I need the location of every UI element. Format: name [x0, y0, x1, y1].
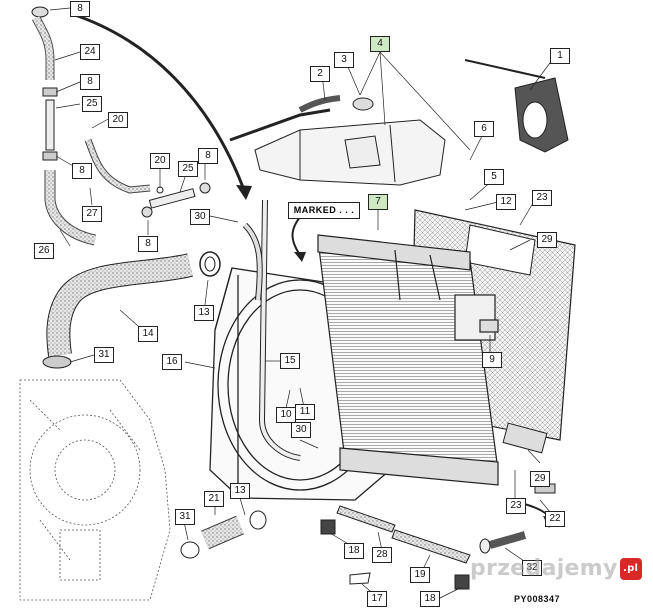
- watermark-text: przedajemy: [470, 556, 618, 581]
- callout-10: 10: [276, 407, 296, 423]
- callout-1: 1: [550, 48, 570, 64]
- drain-fittings: [479, 422, 556, 554]
- callout-14: 14: [138, 326, 158, 342]
- callout-17: 17: [367, 591, 387, 607]
- callout-30: 30: [190, 209, 210, 225]
- radiator-core: [317, 234, 499, 486]
- callout-13: 13: [194, 305, 214, 321]
- callout-25: 25: [82, 96, 102, 112]
- upper-hose-assembly: [31, 6, 211, 246]
- callout-31: 31: [175, 509, 195, 525]
- callout-8: 8: [138, 236, 158, 252]
- coolant-reservoir: [229, 95, 446, 186]
- callout-8: 8: [72, 163, 92, 179]
- callout-28: 28: [372, 547, 392, 563]
- callout-15: 15: [280, 353, 300, 369]
- callout-18: 18: [344, 543, 364, 559]
- callout-12: 12: [496, 194, 516, 210]
- hose-clamp: [199, 251, 221, 277]
- callout-24: 24: [80, 44, 100, 60]
- callout-8: 8: [70, 1, 90, 17]
- callout-26: 26: [34, 243, 54, 259]
- callout-7: 7: [368, 194, 388, 210]
- callout-6: 6: [474, 121, 494, 137]
- callout-19: 19: [410, 567, 430, 583]
- callout-21: 21: [204, 491, 224, 507]
- callout-32: 32: [522, 560, 542, 576]
- callout-31: 31: [94, 347, 114, 363]
- callout-23: 23: [506, 498, 526, 514]
- pointer-arrowhead: [236, 185, 252, 200]
- callout-29: 29: [530, 471, 550, 487]
- callout-8: 8: [198, 148, 218, 164]
- callout-23: 23: [532, 190, 552, 206]
- callout-11: 11: [295, 404, 315, 420]
- callout-9: 9: [482, 352, 502, 368]
- marked-pointer-arrow: [291, 216, 301, 256]
- callout-29: 29: [537, 232, 557, 248]
- callout-5: 5: [484, 169, 504, 185]
- callout-20: 20: [150, 153, 170, 169]
- callout-4: 4: [370, 36, 390, 52]
- side-bracket: [464, 59, 569, 153]
- rubber-strips: [320, 505, 471, 590]
- watermark: przedajemy.pl: [470, 556, 642, 581]
- callout-16: 16: [162, 354, 182, 370]
- lower-coupling-hose: [180, 510, 371, 585]
- document-reference: PY008347: [514, 594, 561, 604]
- callout-2: 2: [310, 66, 330, 82]
- lower-radiator-hose: [42, 253, 193, 369]
- callout-27: 27: [82, 206, 102, 222]
- marked-label: MARKED . . .: [288, 202, 360, 219]
- watermark-badge: .pl: [619, 558, 642, 580]
- callout-3: 3: [334, 52, 354, 68]
- callout-18: 18: [420, 591, 440, 607]
- engine-block: [19, 379, 171, 601]
- callout-20: 20: [108, 112, 128, 128]
- callout-30: 30: [291, 422, 311, 438]
- callout-8: 8: [80, 74, 100, 90]
- callout-25: 25: [178, 161, 198, 177]
- pointer-arrow: [71, 12, 246, 191]
- callout-22: 22: [545, 511, 565, 527]
- callout-13: 13: [230, 483, 250, 499]
